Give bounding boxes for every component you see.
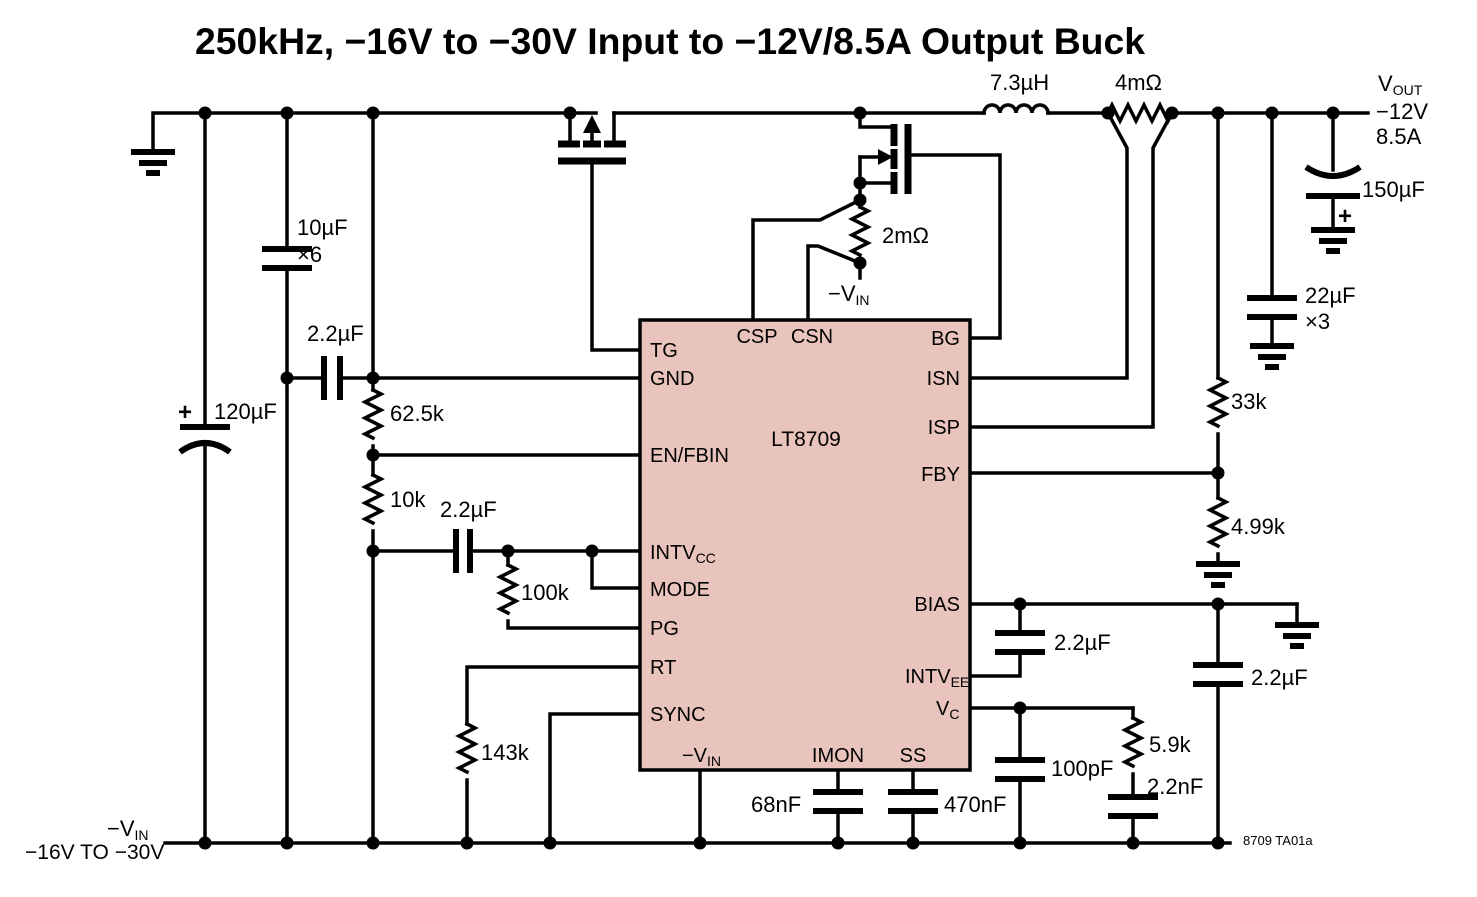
output-bulk-cap-150uf (1304, 111, 1362, 254)
label-62.5k: 62.5k (390, 401, 445, 426)
figure-note: 8709 TA01a (1243, 833, 1313, 848)
ground-symbol-fb (1196, 561, 1240, 588)
junction-dots (198, 106, 1340, 850)
label-68nf: 68nF (751, 792, 801, 817)
pin-label-rt: RT (650, 657, 676, 679)
pin-label-en-fbin: EN/FBIN (650, 445, 729, 467)
body-diode-arrow (583, 115, 601, 133)
label-22uf-qty: ×3 (1305, 309, 1330, 334)
sense-resistor-4mohm (1105, 101, 1175, 125)
bg-gate-wire (906, 153, 1002, 340)
label-10k: 10k (390, 487, 426, 512)
pin-label-fby: FBY (921, 464, 960, 486)
bias-network (968, 602, 1319, 845)
label-5.9k: 5.9k (1149, 732, 1192, 757)
ground-symbol-22uf (1250, 343, 1294, 370)
tg-mosfet (558, 111, 642, 352)
bg-mosfet (858, 111, 1002, 340)
ic-body (638, 318, 972, 772)
output-cap-22uf (1247, 111, 1297, 370)
pin-label-gnd: GND (650, 368, 694, 390)
inductor-7.3uH (982, 103, 1050, 115)
csn-kelvin-wire (806, 244, 863, 322)
pin-label-bias: BIAS (914, 594, 960, 616)
mode-wire (590, 549, 642, 590)
label-vout-voltage: −12V (1376, 99, 1428, 124)
cap-gnd-to-vin-2.2uf (285, 356, 375, 400)
label-150uf-plus: + (1338, 203, 1352, 230)
imon-cap-68nf (813, 768, 863, 845)
bias-intvee-cap-2.2uf (968, 602, 1045, 678)
input-cap-10uf (262, 111, 312, 845)
label-vin-node: −VIN (828, 281, 870, 308)
label-4mohm: 4mΩ (1115, 70, 1162, 95)
label-2mohm: 2mΩ (882, 223, 929, 248)
label-22uf: 22µF (1305, 283, 1356, 308)
label-2.2nf: 2.2nF (1147, 774, 1203, 799)
label-150uf: 150µF (1362, 177, 1425, 202)
ground-symbol-bias (1275, 622, 1319, 649)
input-bulk-cap-120uf (178, 111, 232, 845)
bias-vin-cap-2.2uf (1193, 602, 1243, 845)
label-vout: VOUT (1378, 71, 1423, 98)
intvcc-cap-2.2uf (371, 529, 642, 573)
pin-label-sync: SYNC (650, 704, 706, 726)
pin-label-ss: SS (900, 745, 927, 767)
ground-symbol-input (131, 149, 175, 176)
sync-wire (548, 712, 642, 845)
pin-label-csn: CSN (791, 326, 833, 348)
body-diode-arrow (878, 149, 893, 165)
label-vin-range: −16V TO −30V (25, 841, 164, 864)
ss-cap-470nf (888, 768, 938, 845)
pin-label-vin: −VIN (682, 745, 721, 769)
pin-label-intvee: INTVEE (905, 666, 969, 690)
pin-label-vc: VC (936, 698, 959, 722)
vc-rc-5.9k-2.2nf (1108, 706, 1158, 845)
pin-label-mode: MODE (650, 579, 710, 601)
isn-kelvin-wire (968, 110, 1129, 380)
schematic-title: 250kHz, −16V to −30V Input to −12V/8.5A … (195, 21, 1145, 62)
label-vout-current: 8.5A (1376, 124, 1422, 149)
pin-label-isn: ISN (927, 368, 960, 390)
pin-label-tg: TG (650, 340, 678, 362)
en-fbin-divider (361, 111, 385, 845)
label-4.99k: 4.99k (1231, 514, 1286, 539)
label-100pf: 100pF (1051, 756, 1113, 781)
label-33k: 33k (1231, 389, 1267, 414)
feedback-divider (968, 111, 1240, 588)
tg-gate-wire (590, 162, 642, 352)
label-2.2uf-out: 2.2µF (1251, 665, 1308, 690)
label-120uf-plus: + (178, 399, 192, 426)
label-2.2uf-gnd: 2.2µF (307, 321, 364, 346)
pin-label-isp: ISP (928, 417, 960, 439)
label-143k: 143k (481, 740, 530, 765)
top-ground-rail (131, 111, 1370, 176)
label-2.2uf-intvcc: 2.2µF (440, 497, 497, 522)
label-120uf: 120µF (214, 399, 277, 424)
ic-lt8709: LT8709 TG GND EN/FBIN INTVCC MODE PG RT … (638, 318, 972, 772)
pin-label-csp: CSP (736, 326, 777, 348)
ground-symbol-150uf (1311, 227, 1355, 254)
label-vin: −VIN (107, 816, 149, 843)
pin-label-imon: IMON (812, 745, 864, 767)
isp-kelvin-wire (968, 110, 1175, 429)
ic-part-number: LT8709 (771, 428, 841, 451)
rt-resistor-143k (455, 665, 642, 845)
label-100k: 100k (521, 580, 570, 605)
vc-compensation (968, 706, 1158, 845)
label-7.3uh: 7.3µH (990, 70, 1049, 95)
pin-label-bg: BG (931, 328, 960, 350)
label-2.2uf-bias: 2.2µF (1054, 630, 1111, 655)
vc-cap-100pf (995, 706, 1045, 845)
label-10uf-qty: ×6 (297, 242, 322, 267)
pin-label-pg: PG (650, 618, 679, 640)
pin-label-intvcc: INTVCC (650, 542, 716, 566)
label-10uf: 10µF (297, 215, 348, 240)
label-470nf: 470nF (944, 792, 1006, 817)
csp-kelvin-wire (751, 197, 863, 322)
